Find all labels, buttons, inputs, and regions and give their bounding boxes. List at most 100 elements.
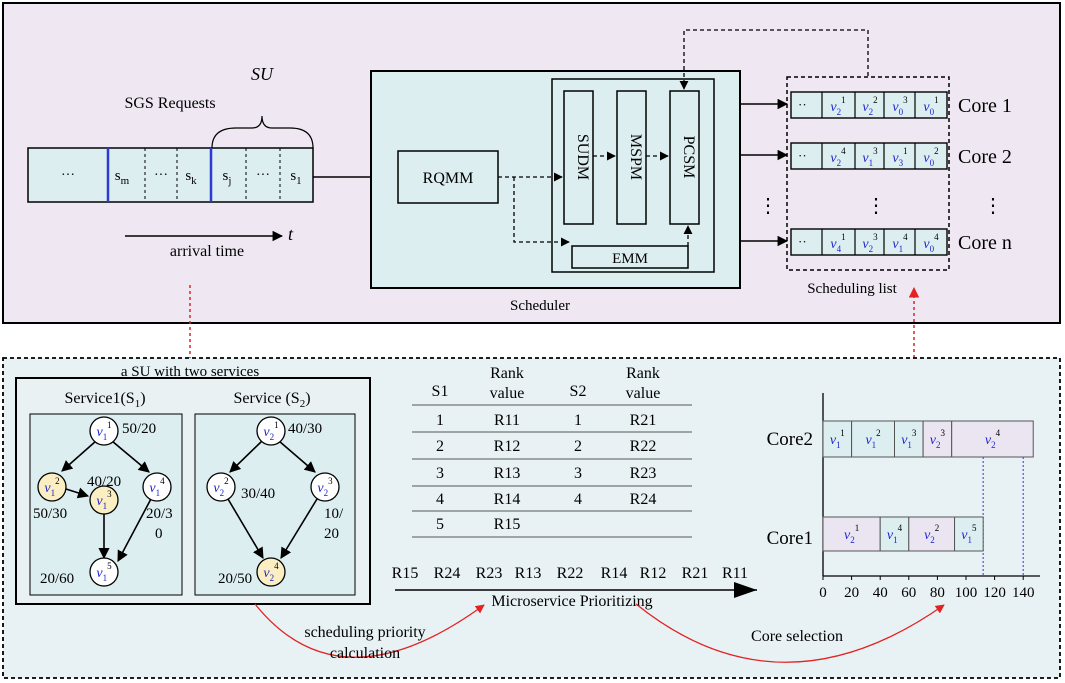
list-cell: v03 xyxy=(892,95,908,117)
gantt-task-label: v12 xyxy=(865,428,880,450)
gantt-task-label: v22 xyxy=(924,523,939,545)
gantt-tick-label: 80 xyxy=(930,585,945,601)
service1-title: Service1(S1) xyxy=(64,390,145,410)
list-cell: v02 xyxy=(923,146,938,168)
table-cell: 3 xyxy=(436,465,444,482)
su-brace xyxy=(211,115,314,149)
table-cell: 4 xyxy=(574,491,582,508)
table-cell: R23 xyxy=(630,465,657,482)
table-cell: R24 xyxy=(630,491,657,508)
queue-cell: sj xyxy=(223,168,232,187)
svg-text:50/30: 50/30 xyxy=(33,506,67,522)
graph-node: v14 xyxy=(142,472,172,502)
service2-edges xyxy=(227,440,318,559)
node-label: v22 xyxy=(213,476,228,498)
service2-weights: 40/30 30/40 10/ 20 20/50 xyxy=(218,421,344,587)
dots: ⋮ xyxy=(758,195,778,217)
svg-text:20/60: 20/60 xyxy=(40,571,74,587)
queue-cell: sm xyxy=(115,168,130,187)
rank-table: S1 Rank value S2 Rank value xyxy=(412,365,692,538)
dots: ⋮ xyxy=(866,195,886,217)
svg-text:20/3: 20/3 xyxy=(146,506,173,522)
gantt-tick-label: 40 xyxy=(873,585,888,601)
gantt-task-label: v11 xyxy=(830,428,845,450)
gantt-tick-label: 120 xyxy=(983,585,1006,601)
gantt-tick-label: 140 xyxy=(1012,585,1035,601)
priority-item: R12 xyxy=(640,565,667,582)
graph-node: v11 xyxy=(89,416,119,446)
table-cell: 2 xyxy=(574,438,582,455)
queue-cell: ··· xyxy=(256,168,270,183)
list-cell: v22 xyxy=(862,95,877,117)
node-label: v15 xyxy=(96,561,112,583)
red-curve-core-selection xyxy=(635,603,945,663)
calc-label-line2: calculation xyxy=(330,645,400,662)
rqmm-label: RQMM xyxy=(423,170,474,187)
su-title: a SU with two services xyxy=(121,364,259,380)
table-cell: 1 xyxy=(574,412,582,429)
table-header: S2 xyxy=(570,383,587,400)
svg-text:10/: 10/ xyxy=(324,506,344,522)
queue-cell: ··· xyxy=(61,168,75,183)
pcsm-box xyxy=(669,90,700,225)
node-label: v12 xyxy=(44,476,59,498)
service1-edges xyxy=(61,440,153,562)
gantt-task-label: v21 xyxy=(844,523,859,545)
list-cell: v13 xyxy=(862,146,878,168)
gantt-tick-label: 20 xyxy=(844,585,859,601)
gantt-task: v13 xyxy=(894,420,924,458)
priority-item: R21 xyxy=(682,565,709,582)
table-cell: R21 xyxy=(630,412,657,429)
prioritizing-arrowhead xyxy=(734,582,757,598)
gantt-task: v14 xyxy=(879,516,910,552)
core-selection-label: Core selection xyxy=(751,628,843,645)
table-cell: 5 xyxy=(436,516,444,533)
gantt-core1-label: Core1 xyxy=(767,528,813,549)
table-header: value xyxy=(626,385,661,402)
mspm-box xyxy=(616,90,647,225)
graph-node: v23 xyxy=(310,472,340,502)
gantt-task-label: v14 xyxy=(887,523,903,545)
gantt-tick-label: 0 xyxy=(819,585,827,601)
table-cell: R12 xyxy=(494,438,521,455)
gantt-task: v23 xyxy=(922,420,953,458)
list-cell: v23 xyxy=(862,232,878,254)
table-cell: R14 xyxy=(494,491,521,508)
queue-cell: s1 xyxy=(290,168,301,187)
gantt-task: v11 xyxy=(822,420,853,458)
list-cell: v14 xyxy=(892,232,908,254)
sudm-label: SUDM xyxy=(574,134,591,180)
svg-text:20/50: 20/50 xyxy=(218,571,252,587)
list-cell: v04 xyxy=(923,232,939,254)
table-header: Rank xyxy=(626,365,660,382)
gantt-task: v24 xyxy=(951,420,1034,458)
gantt-task-label: v23 xyxy=(930,428,946,450)
table-cell: 1 xyxy=(436,412,444,429)
graph-node: v12 xyxy=(37,472,67,502)
mspm-label: MSPM xyxy=(627,134,644,180)
priority-item: R14 xyxy=(601,565,628,582)
list-cell: v24 xyxy=(830,146,846,168)
emm-box xyxy=(571,245,689,269)
dots: ⋮ xyxy=(983,195,1003,217)
gantt-task: v12 xyxy=(851,420,895,458)
list-cell: v41 xyxy=(830,232,845,254)
gantt-task-label: v24 xyxy=(985,428,1001,450)
gantt-task: v21 xyxy=(822,516,881,552)
svg-text:30/40: 30/40 xyxy=(241,486,275,502)
rqmm-box xyxy=(397,150,499,204)
svg-text:40/30: 40/30 xyxy=(288,421,322,437)
svg-text:50/20: 50/20 xyxy=(122,421,156,437)
list-ellipsis: ·· xyxy=(798,234,807,249)
priority-item: R11 xyxy=(722,565,748,582)
node-label: v11 xyxy=(97,420,112,442)
